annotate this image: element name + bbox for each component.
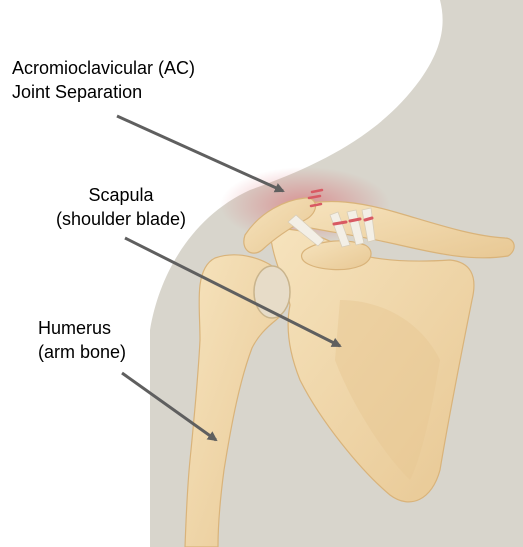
ac-joint-arrow — [117, 116, 283, 191]
ac-joint-label-line2: Joint Separation — [12, 80, 195, 104]
humerus-label: Humerus (arm bone) — [38, 316, 126, 364]
scapula-label: Scapula (shoulder blade) — [27, 183, 215, 231]
humerus-label-line2: (arm bone) — [38, 340, 126, 364]
ac-joint-label-line1: Acromioclavicular (AC) — [12, 56, 195, 80]
ac-joint-label: Acromioclavicular (AC) Joint Separation — [12, 56, 195, 104]
scapula-label-line2: (shoulder blade) — [27, 207, 215, 231]
humerus-label-line1: Humerus — [38, 316, 126, 340]
scapula-label-line1: Scapula — [27, 183, 215, 207]
